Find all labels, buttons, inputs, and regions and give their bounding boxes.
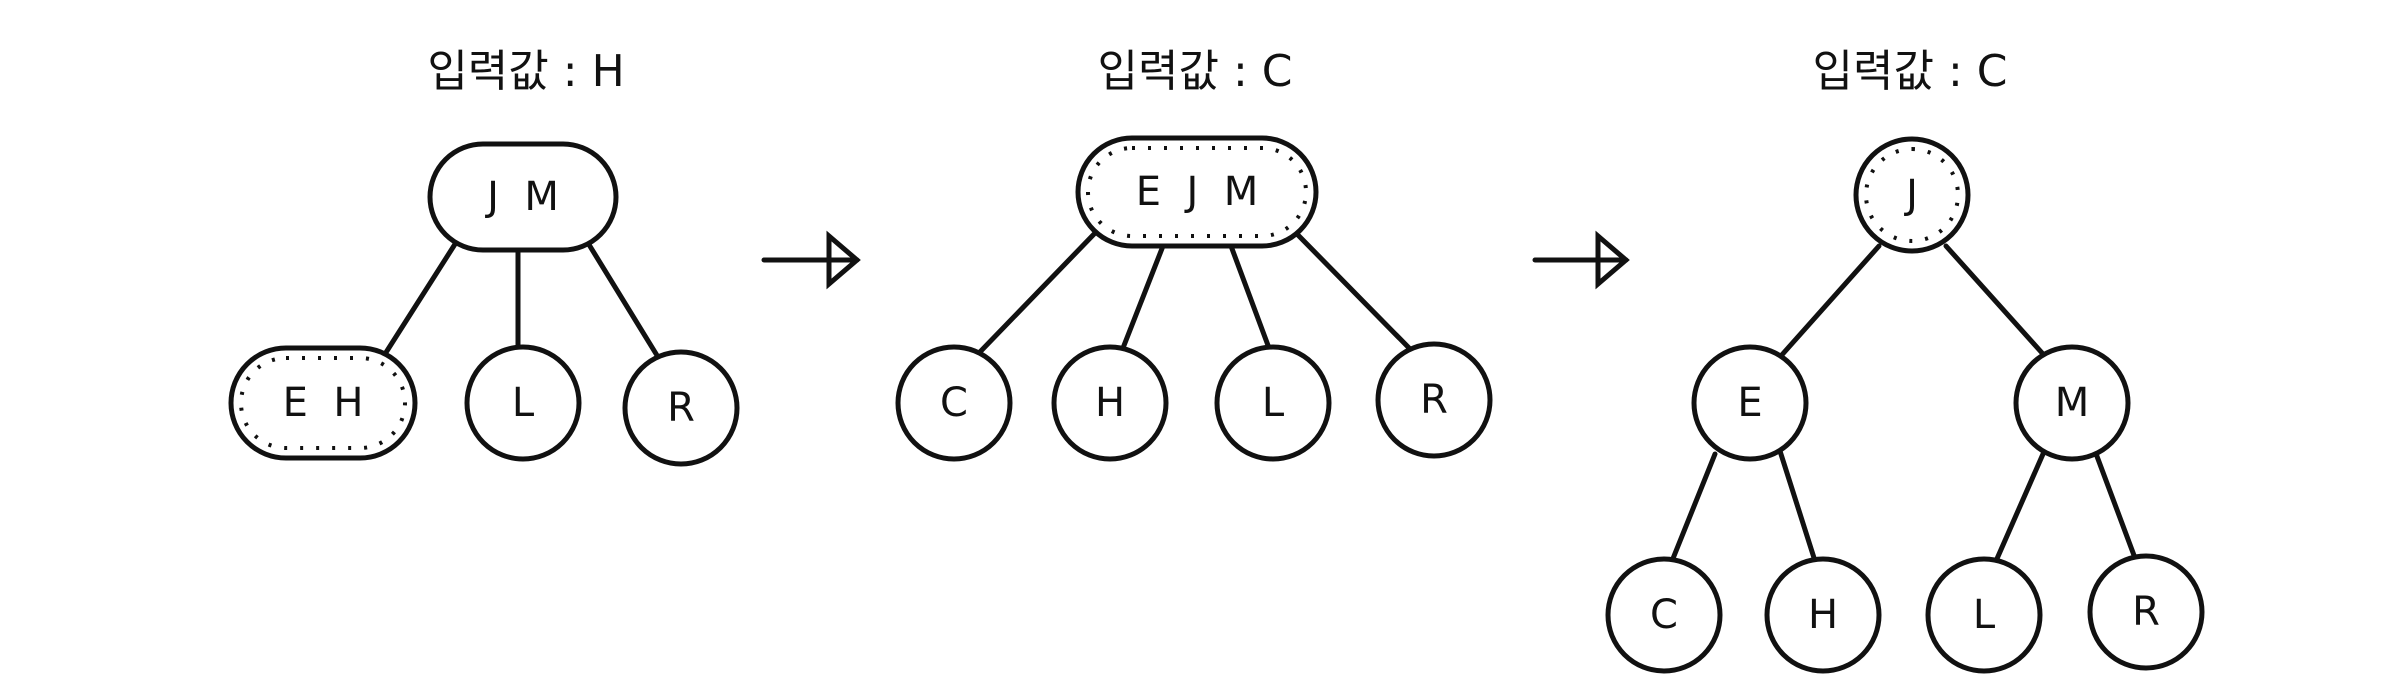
tree-node: M [2013, 344, 2131, 462]
node-label: L [512, 380, 535, 426]
node-label: J M [484, 174, 559, 220]
node-shape [1075, 135, 1319, 249]
tree-edge [382, 238, 460, 357]
node-label: R [2132, 589, 2160, 635]
node-label: J [1903, 172, 1918, 218]
tree-node: R [622, 349, 740, 467]
node-label: C [940, 380, 968, 426]
node-shape [1853, 136, 1971, 254]
step-3-title: 입력값 : C [1813, 46, 2008, 97]
tree-node: H [1051, 344, 1169, 462]
arrow-right-icon [1532, 230, 1630, 290]
tree-node: C [895, 344, 1013, 462]
node-shape [2013, 344, 2131, 462]
node-label: M [2055, 380, 2090, 426]
node-shape [427, 141, 619, 253]
tree-node: E H [228, 345, 418, 461]
arrow-right-icon [761, 230, 861, 290]
tree-edge [1120, 243, 1166, 351]
tree-node: L [1925, 556, 2043, 674]
step-1-title: 입력값 : H [427, 46, 624, 97]
tree-edge [1993, 451, 2046, 564]
node-label: H [1808, 592, 1838, 638]
step-2-title: 입력값 : C [1098, 46, 1293, 97]
highlight-marks [1086, 146, 1308, 238]
tree-edge [1777, 448, 1818, 564]
tree-node: E [1691, 344, 1809, 462]
node-shape [895, 344, 1013, 462]
node-shape [1925, 556, 2043, 674]
tree-edge [2092, 448, 2138, 561]
tree-edge [1777, 243, 1882, 360]
node-shape [1051, 344, 1169, 462]
node-shape [1605, 556, 1723, 674]
tree-edge [1294, 231, 1415, 354]
node-label: R [1420, 377, 1448, 423]
node-shape [1214, 344, 1332, 462]
node-shape [1375, 341, 1493, 459]
highlight-marks [1864, 147, 1960, 243]
node-shape [228, 345, 418, 461]
node-shape [1764, 556, 1882, 674]
node-label: E H [283, 380, 364, 426]
tree-edge [585, 240, 661, 360]
tree-node: C [1605, 556, 1723, 674]
tree-node: R [1375, 341, 1493, 459]
tree-node: R [2087, 553, 2205, 671]
tree-edge [1228, 243, 1272, 351]
node-label: R [667, 385, 695, 431]
node-label: L [1262, 380, 1285, 426]
tree-node: J [1853, 136, 1971, 254]
tree-edge [1669, 451, 1718, 564]
tree-node: J M [427, 141, 619, 253]
node-label: E J M [1136, 169, 1258, 215]
node-label: C [1650, 592, 1678, 638]
tree-node: E J M [1075, 135, 1319, 249]
tree-edge [975, 228, 1100, 357]
highlight-marks [239, 356, 407, 450]
tree-edge [1943, 243, 2046, 357]
node-shape [1691, 344, 1809, 462]
tree-node: H [1764, 556, 1882, 674]
node-shape [2087, 553, 2205, 671]
tree-node: L [1214, 344, 1332, 462]
tree-node: L [464, 344, 582, 462]
node-label: E [1737, 380, 1762, 426]
node-label: L [1973, 592, 1996, 638]
node-label: H [1095, 380, 1125, 426]
node-shape [464, 344, 582, 462]
node-shape [622, 349, 740, 467]
